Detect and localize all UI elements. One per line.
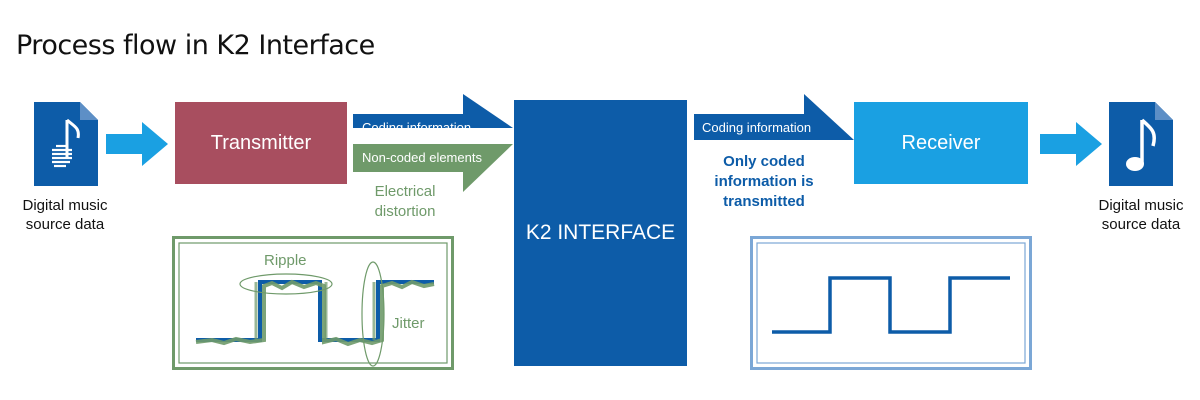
- jitter-ellipse: [361, 261, 385, 367]
- tx-noncoded-label: Non-coded elements: [362, 150, 482, 165]
- electrical-distortion-label: Electrical distortion: [374, 183, 436, 220]
- distorted-waveform-panel: Ripple Jitter: [172, 236, 454, 370]
- source-label: Digital music source data: [22, 197, 108, 233]
- right-arrow-icon: [1040, 122, 1102, 166]
- page-title: Process flow in K2 Interface: [16, 30, 375, 61]
- music-file-icon-source: [34, 102, 98, 186]
- k2-interface-box: K2 INTERFACE: [514, 100, 687, 366]
- tx-coding-label: Coding information: [362, 120, 472, 135]
- transmitter-box: Transmitter: [175, 102, 347, 184]
- jitter-label: Jitter: [392, 315, 425, 332]
- ripple-ellipse: [239, 273, 333, 295]
- only-coded-note: Only coded information is transmitted: [714, 153, 814, 210]
- rx-coding-arrow: [694, 94, 854, 140]
- clean-waveform-panel: [750, 236, 1032, 370]
- rx-coding-label: Coding information: [702, 120, 812, 135]
- right-arrow-icon: [106, 122, 168, 166]
- non-coded-arrow: [353, 144, 513, 192]
- music-file-icon-output: [1109, 102, 1173, 186]
- output-label: Digital music source data: [1098, 197, 1184, 233]
- coding-info-arrow: [353, 94, 513, 128]
- receiver-box: Receiver: [854, 102, 1028, 184]
- ripple-label: Ripple: [264, 252, 307, 269]
